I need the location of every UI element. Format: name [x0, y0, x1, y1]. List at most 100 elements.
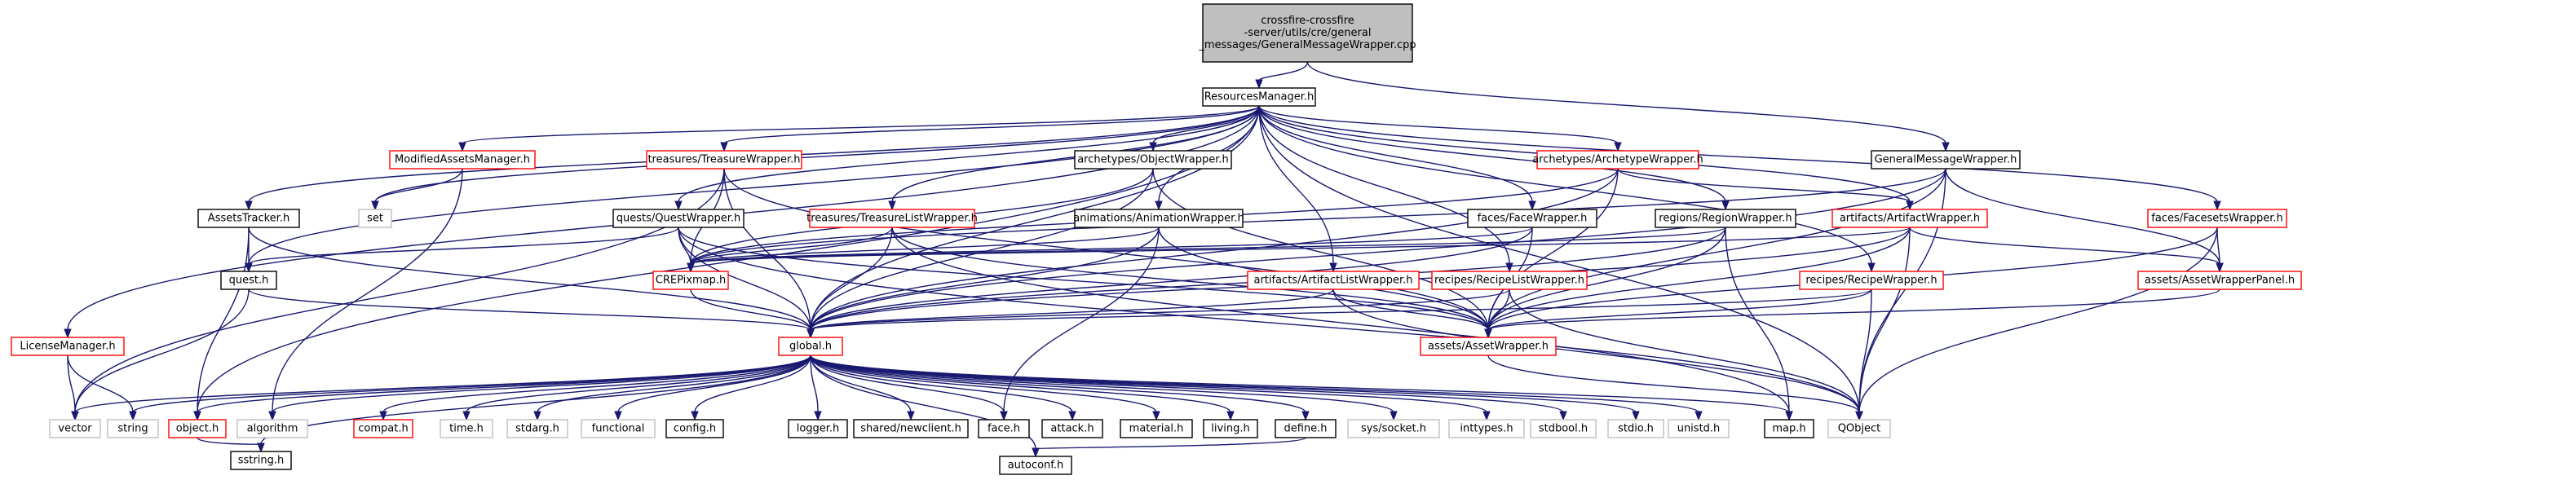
node-aw[interactable]: animations/AnimationWrapper.h — [1073, 209, 1244, 228]
edge-rm-to-qw — [674, 105, 1260, 211]
node-stdarg[interactable]: stdarg.h — [506, 419, 568, 438]
node-awp[interactable]: assets/AssetWrapperPanel.h — [2137, 271, 2302, 290]
edge-quest-to-global — [248, 288, 815, 339]
node-vector[interactable]: vector — [49, 419, 101, 438]
node-set[interactable]: set — [358, 209, 392, 228]
edge-global-to-unistd — [810, 354, 1703, 421]
arrowhead-icon — [1867, 262, 1876, 273]
node-label: vector — [58, 423, 92, 435]
node-functional[interactable]: functional — [581, 419, 656, 438]
edge-rm-to-fw — [1258, 105, 1536, 211]
arrowhead-icon — [1149, 142, 1157, 152]
node-label: shared/newclient.h — [860, 423, 961, 435]
node-config[interactable]: config.h — [665, 419, 724, 438]
edge-root-to-rm — [1255, 61, 1309, 90]
node-label: living.h — [1211, 423, 1249, 435]
node-label: assets/AssetWrapper.h — [1428, 341, 1549, 353]
node-tlw[interactable]: treasures/TreasureListWrapper.h — [806, 209, 978, 228]
edge-artw-to-awp — [1909, 227, 2224, 273]
node-qw[interactable]: quests/QuestWrapper.h — [612, 209, 745, 228]
node-algorithm[interactable]: algorithm — [236, 419, 308, 438]
node-label: -server/utils/cre/general — [1244, 27, 1372, 39]
node-label: quests/QuestWrapper.h — [616, 213, 740, 225]
arrowhead-icon — [1505, 262, 1513, 273]
node-stdio[interactable]: stdio.h — [1607, 419, 1664, 438]
node-sstring[interactable]: sstring.h — [230, 451, 292, 470]
edge-crep-to-global — [690, 288, 815, 339]
edge-rm-to-ow — [1149, 105, 1260, 152]
node-ffw[interactable]: faces/FacesetsWrapper.h — [2147, 209, 2287, 228]
node-label: treasures/TreasureWrapper.h — [647, 154, 800, 166]
edge-archw-to-artw — [1617, 168, 1914, 211]
arrowhead-icon — [907, 411, 915, 421]
node-living[interactable]: living.h — [1203, 419, 1258, 438]
node-label: artifacts/ArtifactListWrapper.h — [1253, 275, 1412, 287]
node-archw[interactable]: archetypes/ArchetypeWrapper.h — [1532, 150, 1703, 170]
node-fw[interactable]: faces/FaceWrapper.h — [1467, 209, 1597, 228]
node-stdbool[interactable]: stdbool.h — [1530, 419, 1597, 438]
arrowhead-icon — [1390, 411, 1398, 421]
node-rw[interactable]: regions/RegionWrapper.h — [1655, 209, 1796, 228]
node-map[interactable]: map.h — [1764, 419, 1814, 438]
node-string[interactable]: string — [107, 419, 159, 438]
node-autoconf[interactable]: autoconf.h — [999, 456, 1072, 475]
arrowhead-icon — [1068, 411, 1076, 421]
node-quest[interactable]: quest.h — [220, 271, 277, 290]
arrowhead-icon — [1695, 411, 1703, 421]
node-define[interactable]: define.h — [1275, 419, 1337, 438]
node-newclient[interactable]: shared/newclient.h — [853, 419, 969, 438]
graph-nodes: crossfire-crossfire-server/utils/cre/gen… — [11, 3, 2302, 475]
node-object[interactable]: object.h — [168, 419, 227, 438]
node-label: recipes/RecipeWrapper.h — [1805, 275, 1937, 287]
arrowhead-icon — [1152, 411, 1160, 421]
node-label: sstring.h — [238, 455, 284, 467]
node-inttypes[interactable]: inttypes.h — [1448, 419, 1525, 438]
node-label: stdbool.h — [1539, 423, 1588, 435]
node-label: config.h — [674, 423, 716, 435]
arrowhead-icon — [458, 142, 466, 152]
node-mam[interactable]: ModifiedAssetsManager.h — [389, 150, 536, 170]
node-artw[interactable]: artifacts/ArtifactWrapper.h — [1831, 209, 1988, 228]
node-asw[interactable]: assets/AssetWrapper.h — [1420, 337, 1557, 356]
node-socket[interactable]: sys/socket.h — [1347, 419, 1440, 438]
node-label: define.h — [1284, 423, 1327, 435]
edge-define-to-autoconf — [1032, 437, 1306, 458]
arrowhead-icon — [674, 200, 683, 211]
arrowhead-icon — [533, 411, 541, 421]
node-rm[interactable]: ResourcesManager.h — [1202, 87, 1316, 107]
node-unistd[interactable]: unistd.h — [1668, 419, 1730, 438]
node-material[interactable]: material.h — [1120, 419, 1193, 438]
node-attack[interactable]: attack.h — [1041, 419, 1103, 438]
edge-rm-to-tw — [720, 105, 1260, 152]
node-logger[interactable]: logger.h — [788, 419, 848, 438]
arrowhead-icon — [371, 200, 379, 211]
node-qobject[interactable]: QObject — [1827, 419, 1891, 438]
node-label: algorithm — [247, 423, 298, 435]
edge-global-to-logger — [810, 354, 822, 421]
node-label: QObject — [1838, 423, 1881, 435]
node-recw[interactable]: recipes/RecipeWrapper.h — [1799, 271, 1944, 290]
node-alw[interactable]: artifacts/ArtifactListWrapper.h — [1247, 271, 1420, 290]
edge-rm-to-ffw — [1258, 105, 2221, 211]
node-crep[interactable]: CREPixmap.h — [652, 271, 729, 290]
node-face[interactable]: face.h — [978, 419, 1030, 438]
node-ow[interactable]: archetypes/ObjectWrapper.h — [1074, 150, 1232, 170]
node-root[interactable]: crossfire-crossfire-server/utils/cre/gen… — [1198, 3, 1416, 63]
node-compat[interactable]: compat.h — [353, 419, 413, 438]
node-rlw[interactable]: recipes/RecipeListWrapper.h — [1431, 271, 1588, 290]
node-label: AssetsTracker.h — [208, 213, 289, 225]
edge-global-to-stdarg — [533, 354, 811, 421]
node-label: regions/RegionWrapper.h — [1659, 213, 1792, 225]
node-global[interactable]: global.h — [778, 337, 843, 356]
arrowhead-icon — [720, 142, 728, 152]
node-time[interactable]: time.h — [440, 419, 493, 438]
edge-rm-to-mam — [458, 105, 1260, 152]
edge-awp-to-asw — [1484, 288, 2220, 339]
node-lm[interactable]: LicenseManager.h — [11, 337, 125, 356]
node-gmw[interactable]: GeneralMessageWrapper.h — [1871, 150, 2021, 170]
node-tw[interactable]: treasures/TreasureWrapper.h — [646, 150, 802, 170]
edge-global-to-material — [810, 354, 1160, 421]
arrowhead-icon — [1301, 411, 1310, 421]
node-at[interactable]: AssetsTracker.h — [197, 209, 300, 228]
